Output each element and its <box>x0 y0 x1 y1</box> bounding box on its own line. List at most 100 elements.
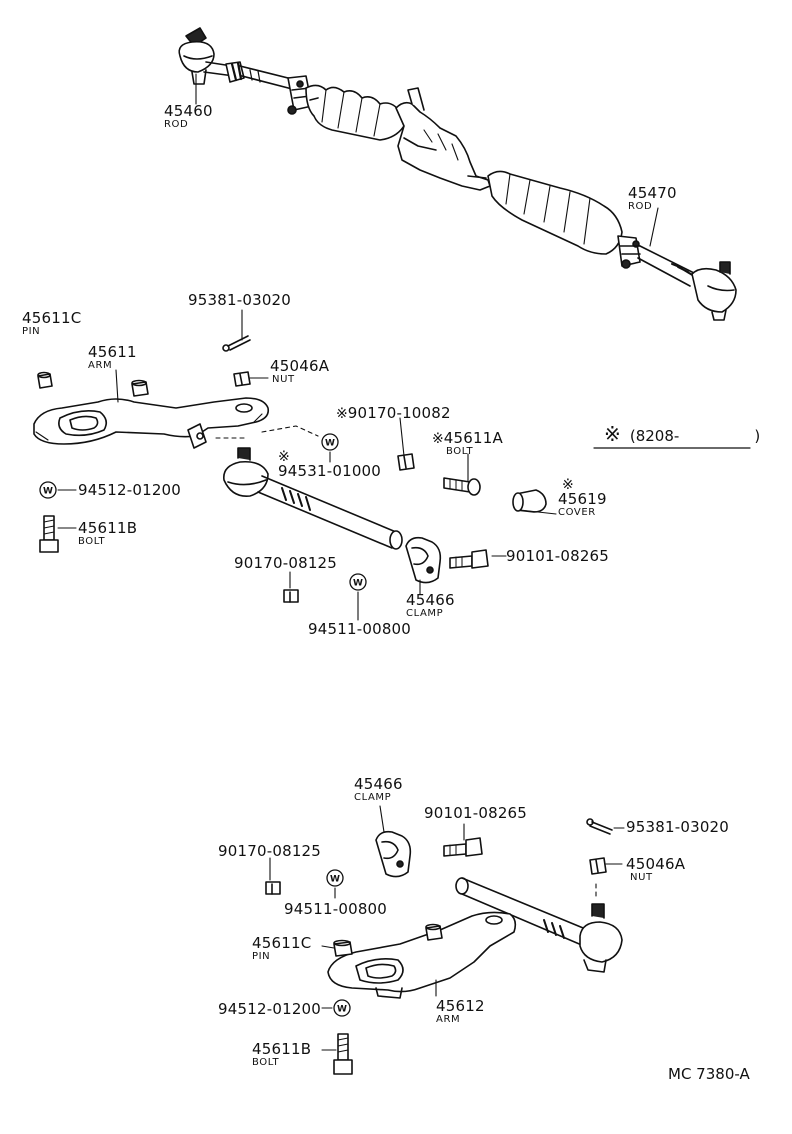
part-number: 45619 <box>558 490 607 508</box>
arm-bottom-illustration <box>327 911 517 999</box>
part-number: 45611B <box>78 519 138 537</box>
tie-rod-bottom-illustration <box>455 877 623 973</box>
part-number: 94531-01000 <box>278 462 382 480</box>
revision-mark: ※ <box>278 449 290 465</box>
washer-symbols <box>39 433 367 1017</box>
part-number: 45466 <box>406 591 455 609</box>
pin-bottom-illustration <box>333 939 353 957</box>
washer-w-94511b: W <box>330 875 340 885</box>
nut-125b-illustration <box>265 881 281 895</box>
part-name: ROD <box>628 201 653 212</box>
part-name: ROD <box>164 119 189 130</box>
label-nut-90170-08125-bottom: 90170-08125 <box>218 842 322 860</box>
spacer-top-illustration <box>131 379 149 397</box>
part-name: ARM <box>436 1014 461 1025</box>
dashed-guide-lines <box>215 425 319 439</box>
clamp-a-illustration <box>405 536 442 584</box>
label-washer-94512-01200-top: 94512-01200 <box>78 481 182 499</box>
washer-w-94511a: W <box>353 579 363 589</box>
bolt-265b-illustration <box>443 837 483 857</box>
label-nut-90170-08125-top: 90170-08125 <box>234 554 338 572</box>
label-bolt-45611b-bottom: 45611B BOLT <box>252 1042 311 1068</box>
applicability-note: ※ (8208- ) <box>604 424 760 444</box>
part-name: CLAMP <box>354 792 392 803</box>
rack-clamp-right-illustration <box>617 235 641 269</box>
rod-end-left-illustration <box>178 27 297 91</box>
note-mark: ※ <box>604 422 621 446</box>
part-name: NUT <box>630 872 653 883</box>
label-pin-45611c-top: 45611C PIN <box>22 311 81 337</box>
leader-lines <box>57 73 659 1051</box>
bolt-611a-illustration <box>443 477 481 496</box>
part-name: NUT <box>272 374 295 385</box>
part-number: 45046A <box>270 357 330 375</box>
part-number: 45611C <box>22 309 82 327</box>
cover-illustration <box>512 489 547 513</box>
rack-boot-right-illustration <box>487 170 623 255</box>
diagram-code: MC 7380-A <box>668 1065 750 1083</box>
pin-top-illustration <box>37 371 53 389</box>
part-number: 45470 <box>628 184 677 202</box>
part-name: BOLT <box>252 1057 280 1068</box>
bolt-611b-b-illustration <box>333 1033 353 1075</box>
part-name: COVER <box>558 507 596 518</box>
washer-w-94512b: W <box>337 1005 347 1015</box>
part-number: 90170-10082 <box>347 404 451 422</box>
label-bolt-90101-08265-top: 90101-08265 <box>506 547 610 565</box>
part-name: BOLT <box>78 536 106 547</box>
label-pin-45611c-bottom: 45611C PIN <box>252 936 311 962</box>
washer-symbol-94511a <box>349 573 367 591</box>
label-nut-45046a-bottom: 45046A NUT <box>626 857 685 883</box>
label-cotter-95381-top: 95381-03020 <box>188 291 292 309</box>
label-bolt-45611b-top: 45611B BOLT <box>78 521 137 547</box>
washer-symbol-94512b <box>333 999 351 1017</box>
part-number: 45611C <box>252 934 312 952</box>
note-close: ) <box>754 427 761 445</box>
washer-w-94512a: W <box>43 487 53 497</box>
rack-housing-illustration <box>395 87 491 191</box>
arm-top-illustration <box>33 397 270 449</box>
part-number: 45611A <box>443 429 503 447</box>
clamp-b-illustration <box>375 830 412 878</box>
label-washer-94531-01000: ※ 94531-01000 <box>278 450 381 479</box>
label-clamp-45466-bottom: 45466 CLAMP <box>354 777 403 803</box>
part-number: 45460 <box>164 102 213 120</box>
label-washer-94511-00800-top: 94511-00800 <box>308 620 412 638</box>
part-name: PIN <box>22 326 41 337</box>
part-name: ARM <box>88 360 113 371</box>
cotter-pin-bottom-illustration <box>586 818 613 835</box>
bolt-611b-a-illustration <box>39 515 59 553</box>
nut-bottom-illustration <box>589 857 607 875</box>
label-cover-45619: ※ 45619 COVER <box>558 478 607 518</box>
part-name: BOLT <box>446 446 474 457</box>
rack-boot-left-illustration <box>305 84 405 141</box>
washer-symbol-94531 <box>321 433 339 451</box>
rod-end-right-illustration <box>637 245 737 321</box>
part-number: 45611 <box>88 343 137 361</box>
washer-w-94531: W <box>325 439 335 449</box>
spacer-bottom-illustration <box>425 923 443 941</box>
label-bolt-90101-08265-bottom: 90101-08265 <box>424 804 528 822</box>
nut-125a-illustration <box>283 589 299 603</box>
bolt-265a-illustration <box>449 549 489 569</box>
nut-10082-illustration <box>397 453 415 471</box>
part-number: 45612 <box>436 997 485 1015</box>
nut-top-illustration <box>233 371 251 387</box>
label-cotter-95381-bottom: 95381-03020 <box>626 818 730 836</box>
part-name: CLAMP <box>406 608 444 619</box>
label-washer-94512-01200-bottom: 94512-01200 <box>218 1000 322 1018</box>
label-clamp-45466-top: 45466 CLAMP <box>406 593 455 619</box>
label-arm-45611: 45611 ARM <box>88 345 137 371</box>
washer-symbol-94511b <box>326 869 344 887</box>
label-nut-45046a-top: 45046A NUT <box>270 359 329 385</box>
part-number: 45611B <box>252 1040 312 1058</box>
steering-rack-illustration <box>178 27 737 321</box>
label-bolt-45611a: ※45611A BOLT <box>432 430 503 457</box>
washer-symbol-94512a <box>39 481 57 499</box>
label-washer-94511-00800-bottom: 94511-00800 <box>284 900 388 918</box>
tie-rod-middle-illustration <box>223 447 403 550</box>
cotter-pin-top-illustration <box>222 335 251 352</box>
note-text: (8208- <box>629 427 680 445</box>
part-number: 45046A <box>626 855 686 873</box>
